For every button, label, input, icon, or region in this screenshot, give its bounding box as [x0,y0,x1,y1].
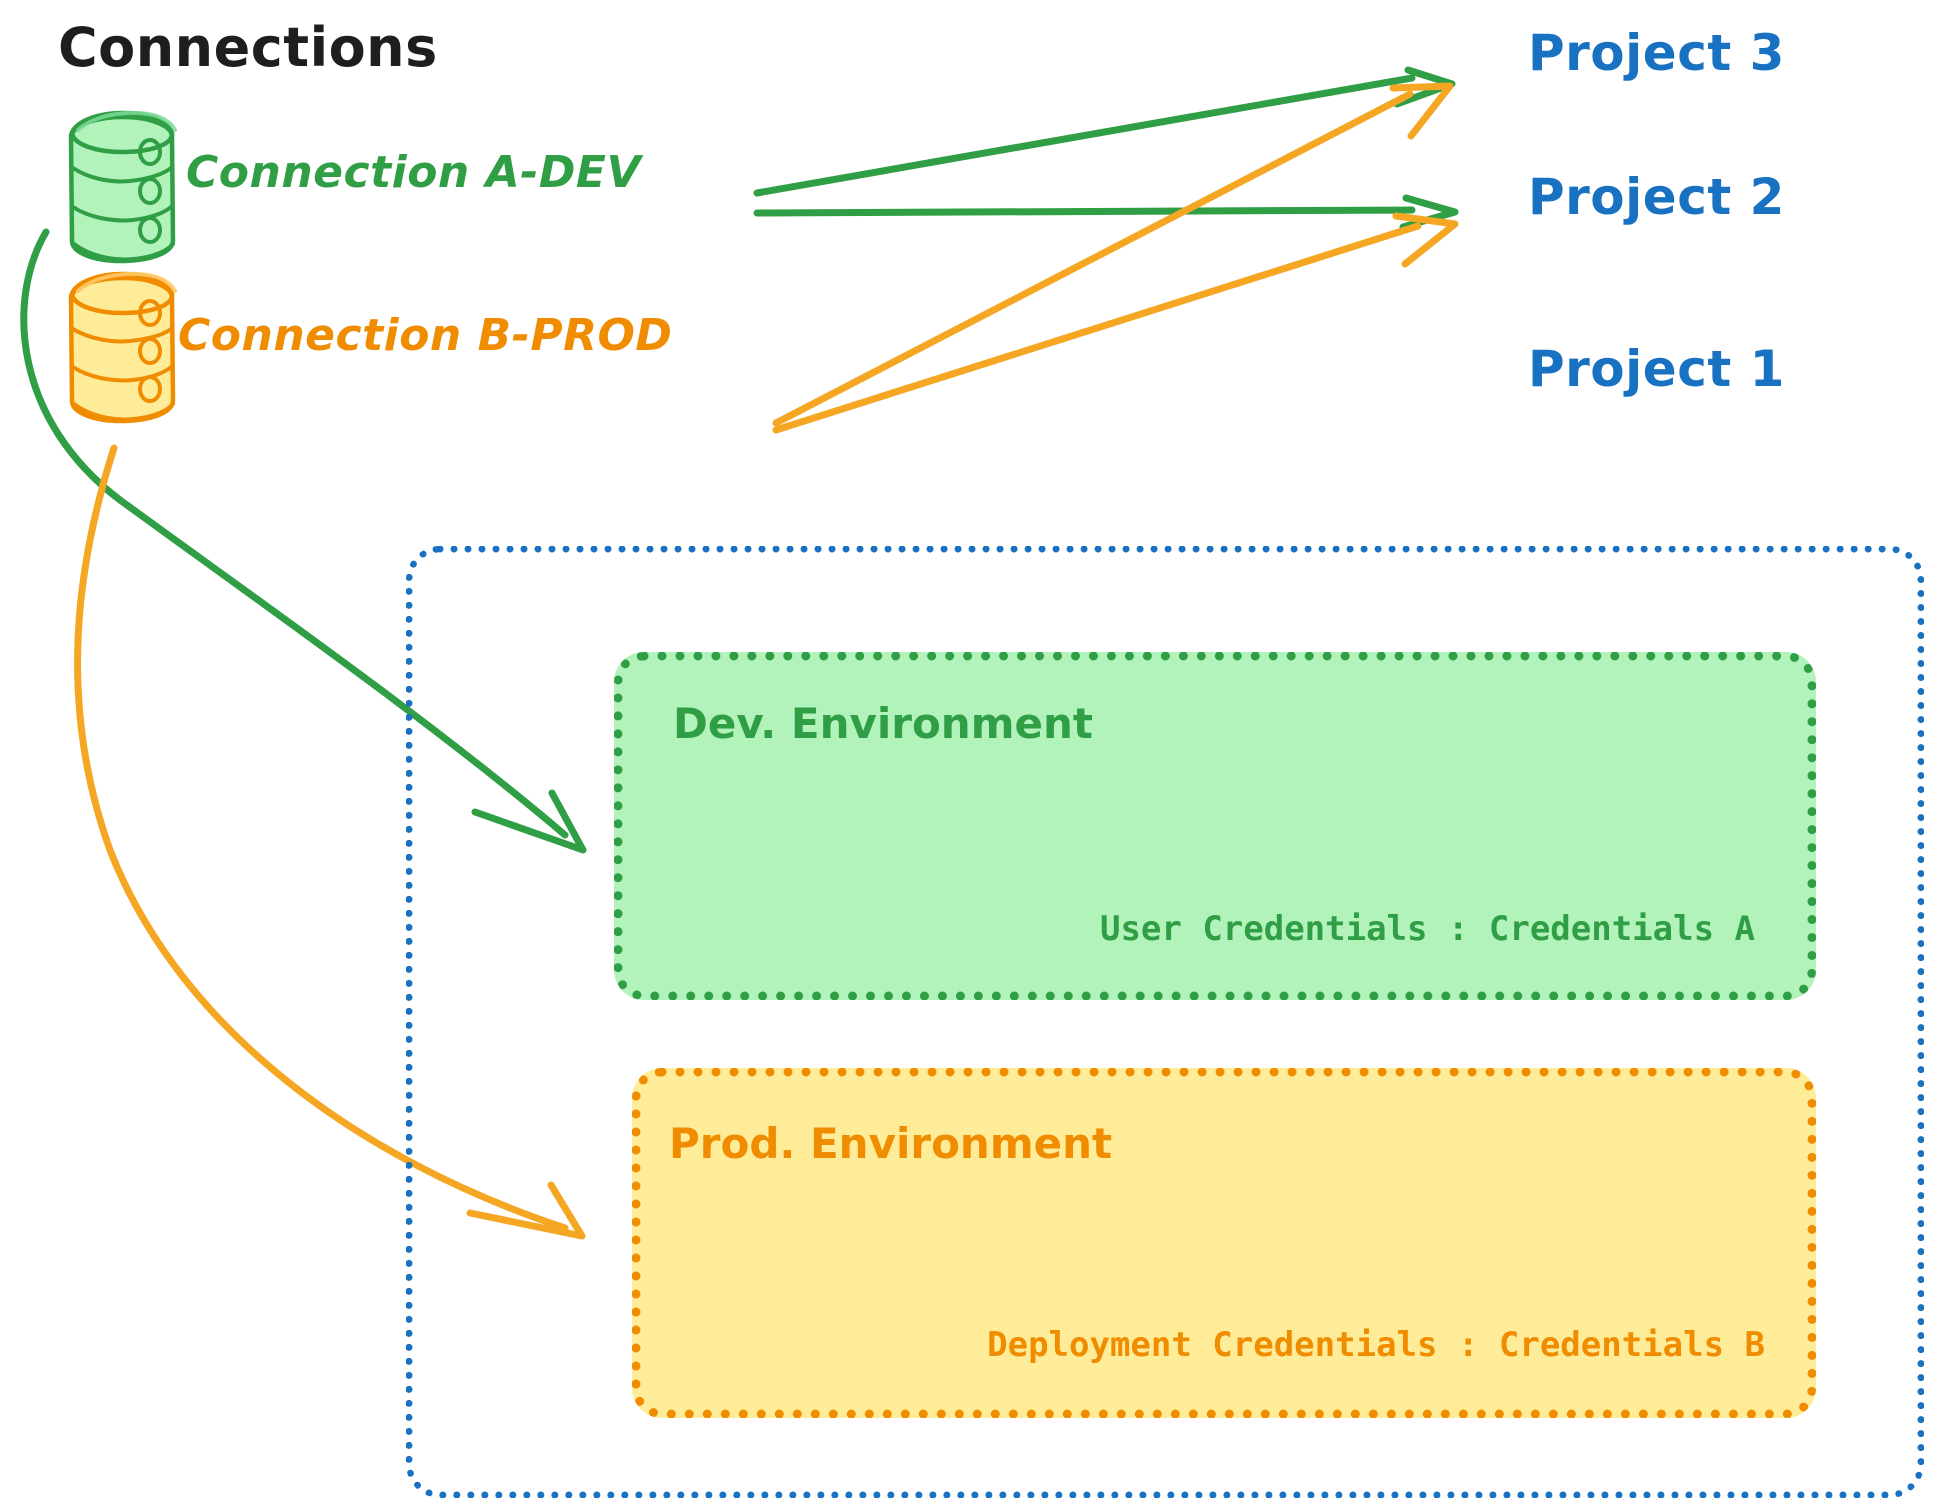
connection-label-a-dev: Connection A-DEV [186,147,642,198]
dev-environment-title: Dev. Environment [673,699,1093,748]
edge-a-dev-to-project-2 [753,194,1459,231]
project-label-3: Project 3 [1528,24,1785,82]
project-label-1: Project 1 [1528,340,1785,398]
prod-environment-box: Prod. Environment Deployment Credentials… [632,1068,1816,1418]
dev-environment-box: Dev. Environment User Credentials : Cred… [614,652,1816,1000]
database-icon-orange [68,271,177,424]
project-1-container [406,546,1924,1498]
prod-environment-credentials: Deployment Credentials : Credentials B [987,1325,1765,1365]
project-label-2: Project 2 [1528,168,1785,226]
prod-environment-title: Prod. Environment [669,1119,1113,1168]
edge-b-prod-to-project-2 [772,212,1459,434]
dev-environment-credentials: User Credentials : Credentials A [1099,909,1755,949]
page-title: Connections [58,16,438,79]
connection-label-b-prod: Connection B-PROD [178,310,673,361]
database-icon-green [68,110,177,264]
edge-a-dev-to-project-3 [753,66,1456,197]
edge-b-prod-to-project-3 [772,82,1454,427]
